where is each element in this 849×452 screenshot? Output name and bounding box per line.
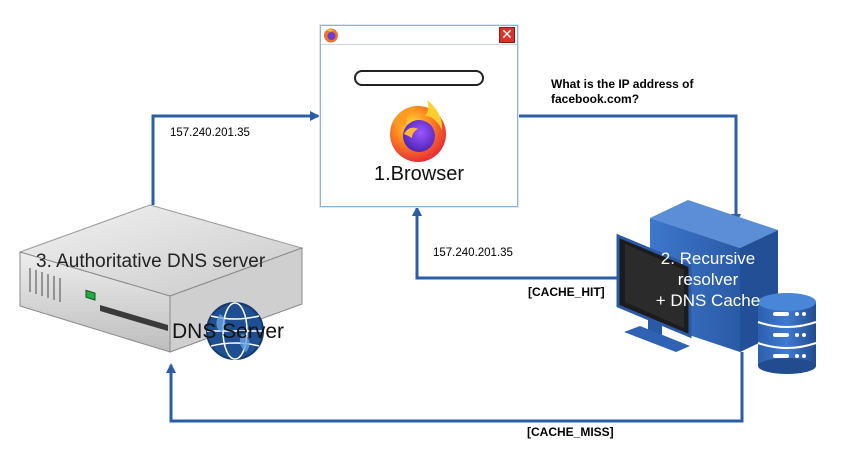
resolver-title-line1: 2. Recursive — [660, 249, 756, 268]
browser-window: ✕ 1.Browser — [320, 25, 518, 207]
answer-arrow-top — [151, 111, 320, 205]
firefox-icon — [390, 100, 446, 162]
authoritative-title: 3. Authoritative DNS server — [36, 251, 266, 272]
cache-hit-label: [CACHE_HIT] — [528, 285, 605, 299]
answer-label-hit: 157.240.201.35 — [433, 247, 513, 259]
answer-label-top: 157.240.201.35 — [170, 127, 250, 139]
browser-titlebar: ✕ — [321, 26, 517, 45]
resolver-title-line3: + DNS Cache — [655, 291, 761, 310]
query-label-line2: facebook.com? — [551, 92, 640, 106]
browser-title: 1.Browser — [373, 163, 465, 185]
close-icon[interactable]: ✕ — [499, 27, 515, 43]
authoritative-subtitle: DNS Server — [172, 320, 285, 343]
query-label-line1: What is the IP address of — [551, 77, 694, 91]
address-bar[interactable] — [354, 70, 484, 86]
resolver-title-line2: resolver — [677, 270, 739, 289]
monitor-icon — [616, 233, 692, 352]
cache-hit-arrow — [412, 206, 620, 280]
firefox-small-icon — [324, 28, 338, 43]
resolver-title: 2. Recursive resolver + DNS Cache — [648, 248, 768, 311]
query-arrow — [516, 114, 741, 224]
database-icon — [757, 293, 817, 374]
globe-icon — [206, 302, 264, 360]
query-label: What is the IP address of facebook.com? — [551, 77, 693, 107]
cache-miss-label: [CACHE_MISS] — [527, 425, 614, 439]
cache-miss-arrow — [166, 352, 744, 423]
